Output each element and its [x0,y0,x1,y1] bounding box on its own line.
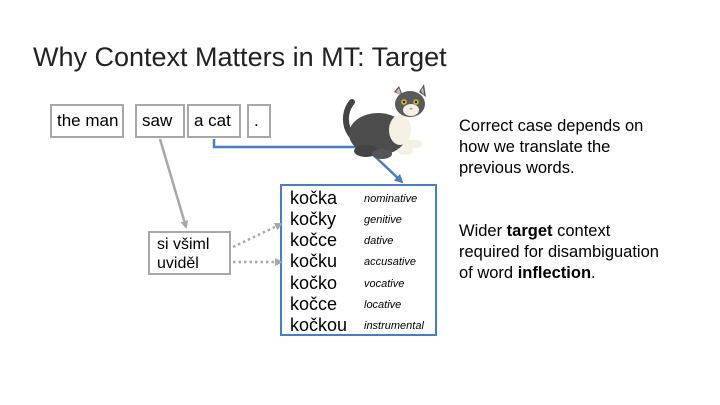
case-form: kočkou [290,315,348,335]
case-row: kočky genitive [290,209,435,230]
slide-title: Why Context Matters in MT: Target [33,42,447,72]
case-row: kočko vocative [290,273,435,294]
note-line: required for disambiguation [459,243,659,261]
case-row: kočkou instrumental [290,315,435,336]
word-box-a-cat: a cat [187,104,241,138]
cat-icon [342,84,426,159]
note-emphasis-target: target [506,222,553,240]
case-row: kočku accusative [290,251,435,272]
case-form: kočce [290,230,338,250]
note-line: Correct case depends on [459,117,644,135]
note-wider-context: Wider target context required for disamb… [459,221,659,284]
case-name: genitive [364,214,402,226]
case-name: locative [364,299,402,311]
word-box-period: . [247,104,271,138]
verb-to-case-arrow-dotted [232,222,283,249]
verb-option: si všiml [157,236,210,253]
cat-to-cases-arrow [212,139,404,184]
word-box-saw: saw [135,104,185,138]
word-box-the-man: the man [50,104,124,138]
saw-to-verb-arrow [158,138,189,229]
note-emphasis-inflection: inflection [517,264,592,282]
case-name: dative [364,235,394,247]
case-row: kočce dative [290,230,435,251]
note-line: how we translate the [459,138,611,156]
case-name: accusative [364,256,416,268]
case-name: instrumental [364,320,424,332]
note-line: Wider target context [459,221,659,242]
case-row: kočka nominative [290,188,435,209]
verb-options-box: si všiml uviděl [148,231,231,275]
case-form: kočky [290,209,337,229]
case-form: kočko [290,273,338,293]
note-case-depends: Correct case depends on how we translate… [459,116,643,179]
case-form: kočku [290,251,338,271]
verb-option: uviděl [157,255,199,272]
note-text: of word [459,264,518,282]
case-form: kočka [290,188,338,208]
note-line: of word inflection. [459,263,659,284]
case-name: vocative [364,278,405,290]
case-form: kočce [290,294,338,314]
note-line: previous words. [459,159,575,177]
case-name: nominative [364,193,418,205]
case-row: kočce locative [290,294,435,315]
note-text: context [552,222,611,240]
note-text: . [591,264,596,282]
case-forms-box: kočka nominative kočky genitive kočce da… [280,184,437,336]
note-text: Wider [459,222,507,240]
